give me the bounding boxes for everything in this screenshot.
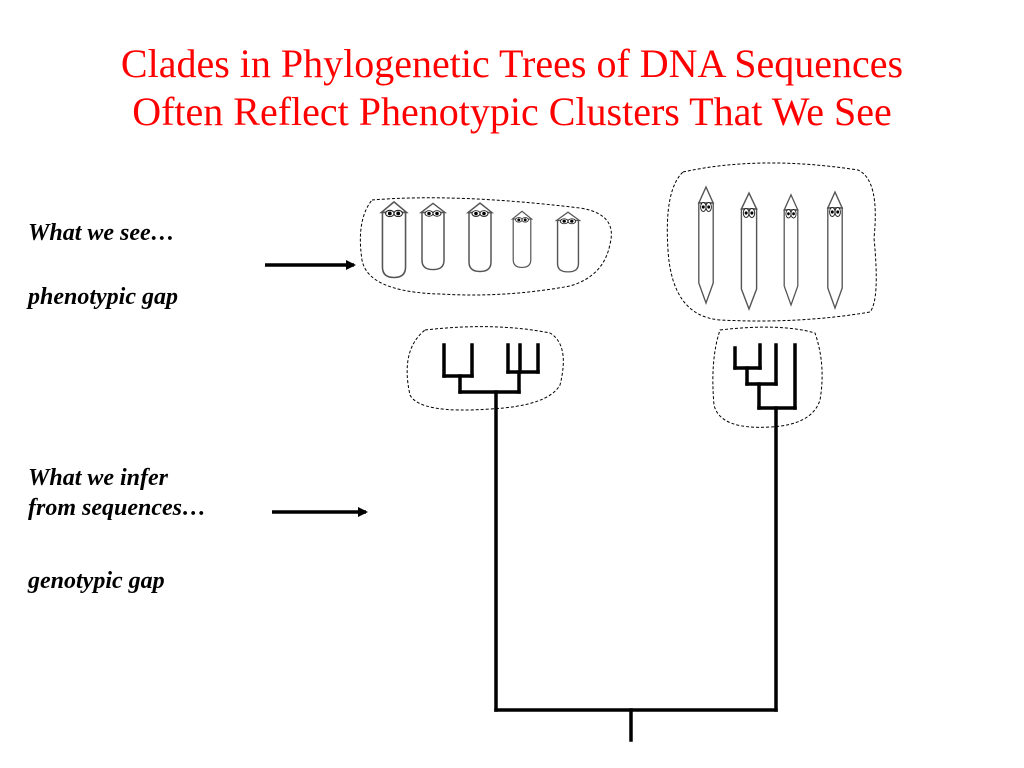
- from-sequences-label: from sequences…: [28, 495, 206, 521]
- what-we-see-label: What we see…: [28, 220, 175, 246]
- phenotypic-gap-label: phenotypic gap: [28, 284, 178, 310]
- organism-long-4: [827, 191, 843, 309]
- clade-right-outline: [712, 326, 823, 428]
- slide-title: Clades in Phylogenetic Trees of DNA Sequ…: [0, 40, 1024, 136]
- slide-title-line-2: Often Reflect Phenotypic Clusters That W…: [132, 89, 892, 134]
- phenotype-cluster-right-outline: [666, 162, 877, 322]
- phylogenetic-tree: [442, 343, 797, 742]
- organism-round-1: [380, 201, 408, 279]
- phenotype-cluster-left-outline: [359, 197, 612, 296]
- genotypic-gap-label: genotypic gap: [28, 568, 165, 594]
- organism-long-2: [740, 192, 758, 310]
- organism-round-3: [467, 202, 493, 273]
- slide-title-line-1: Clades in Phylogenetic Trees of DNA Sequ…: [120, 41, 904, 86]
- what-we-infer-label: What we infer: [28, 465, 169, 491]
- organism-long-3: [783, 194, 799, 306]
- organism-long-1: [698, 186, 714, 304]
- clade-left-outline: [406, 326, 564, 411]
- organism-round-2: [420, 202, 446, 271]
- organism-round-5: [555, 211, 581, 273]
- organism-round-4: [511, 210, 533, 268]
